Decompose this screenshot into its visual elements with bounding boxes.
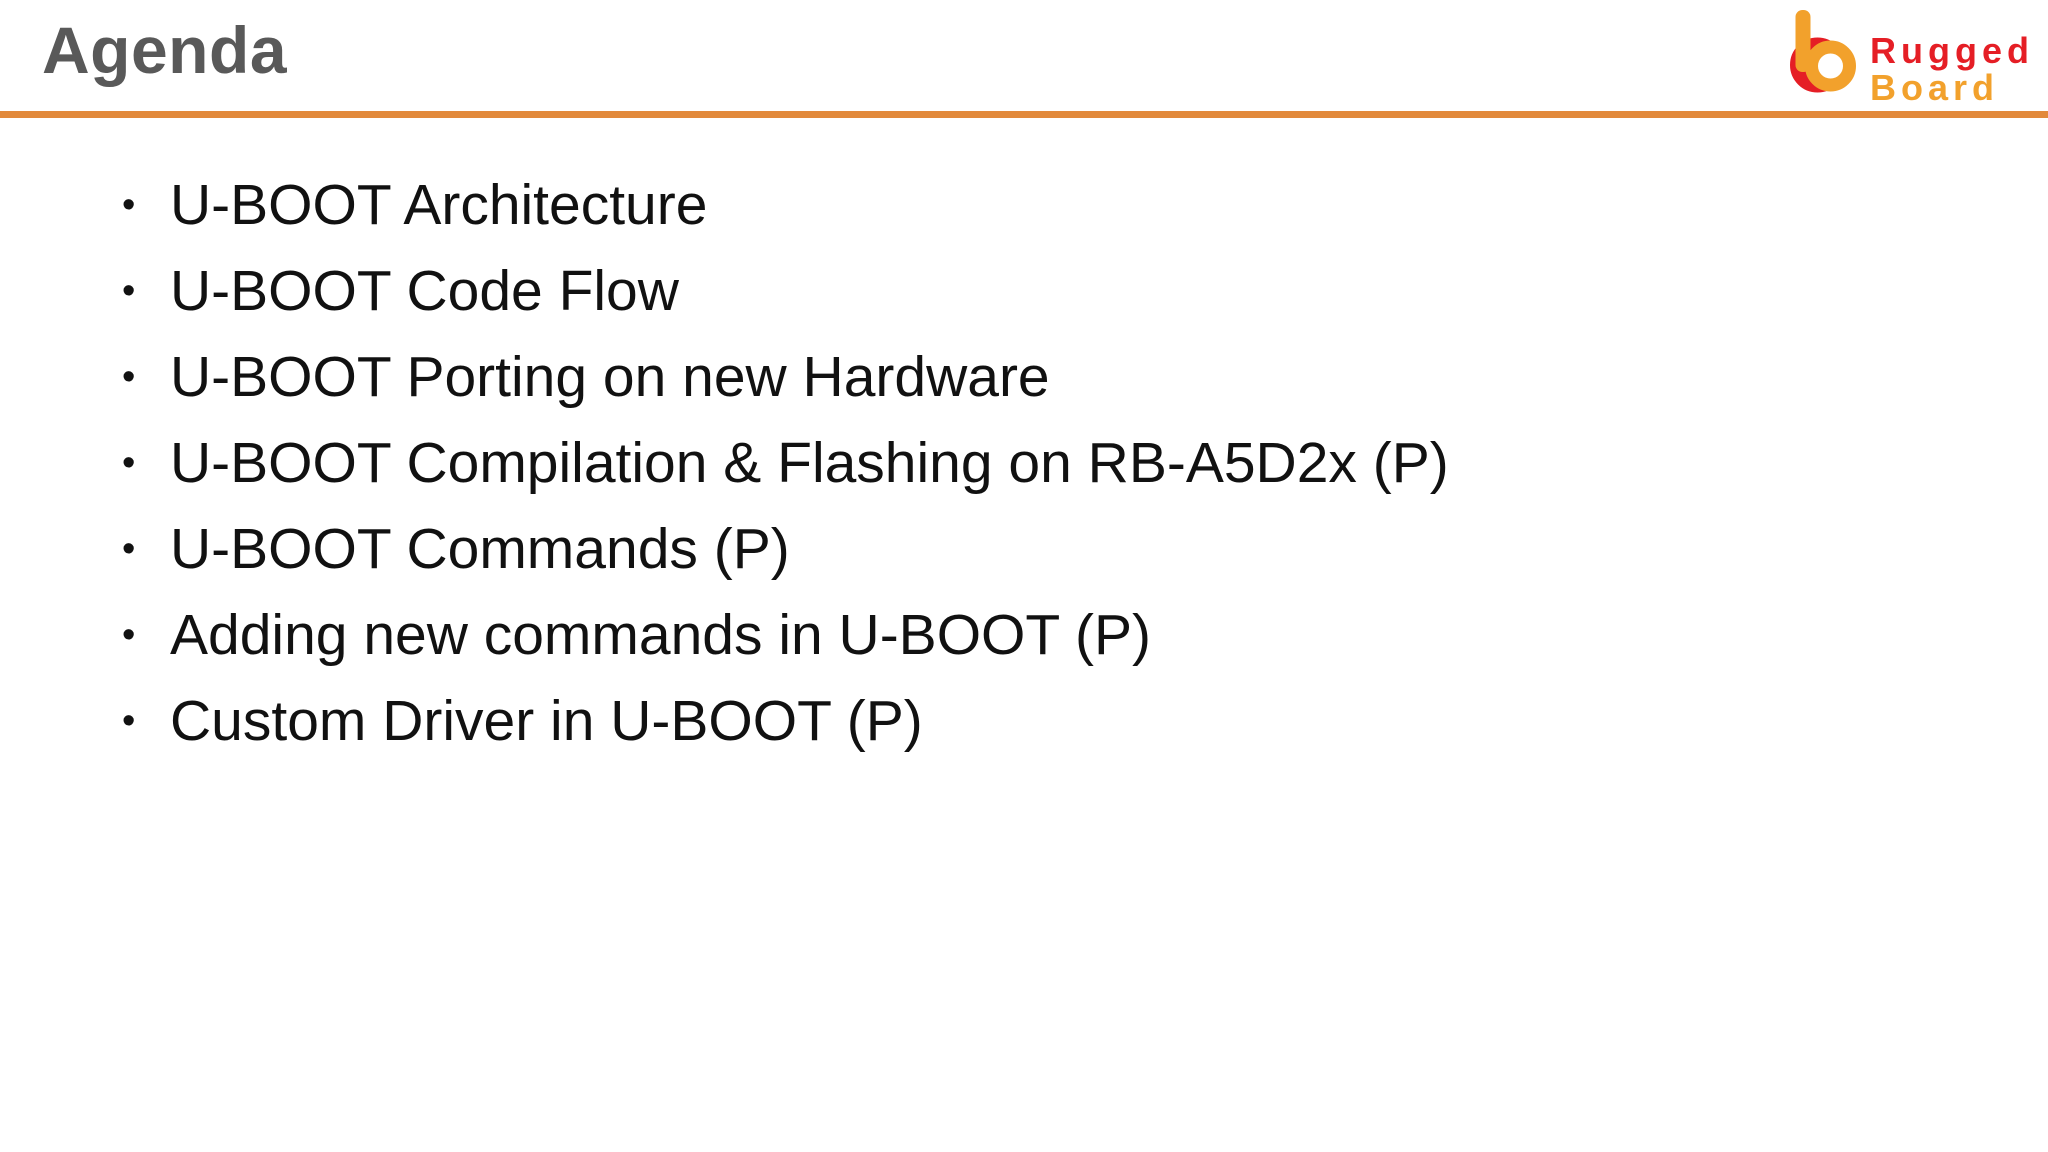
rugged-board-logo-icon [1786,8,1864,108]
list-item: • U-BOOT Commands (P) [122,506,1449,592]
bullet-icon: • [122,269,136,312]
list-item-label: Custom Driver in U-BOOT (P) [170,689,923,753]
logo-word-board: Board [1870,67,2000,108]
list-item: • U-BOOT Code Flow [122,248,1449,334]
rugged-board-logo: Rugged Board [1786,8,2034,108]
list-item-label: U-BOOT Architecture [170,173,708,237]
header-divider [0,111,2048,118]
list-item-label: U-BOOT Commands (P) [170,517,790,581]
slide-header: Agenda Rugged Board [0,0,2048,111]
bullet-icon: • [122,527,136,570]
list-item: • Custom Driver in U-BOOT (P) [122,678,1449,764]
bullet-icon: • [122,355,136,398]
bullet-icon: • [122,699,136,742]
list-item: • U-BOOT Compilation & Flashing on RB-A5… [122,420,1449,506]
list-item: • U-BOOT Architecture [122,162,1449,248]
bullet-icon: • [122,183,136,226]
list-item-label: U-BOOT Code Flow [170,259,679,323]
list-item: • U-BOOT Porting on new Hardware [122,334,1449,420]
logo-word-rugged: Rugged [1870,30,2034,71]
list-item-label: U-BOOT Compilation & Flashing on RB-A5D2… [170,431,1449,495]
logo-wordmark: Rugged Board [1870,10,2034,106]
agenda-list: • U-BOOT Architecture • U-BOOT Code Flow… [0,162,1449,764]
bullet-icon: • [122,613,136,656]
list-item: • Adding new commands in U-BOOT (P) [122,592,1449,678]
list-item-label: Adding new commands in U-BOOT (P) [170,603,1151,667]
list-item-label: U-BOOT Porting on new Hardware [170,345,1050,409]
bullet-icon: • [122,441,136,484]
page-title: Agenda [42,13,288,87]
